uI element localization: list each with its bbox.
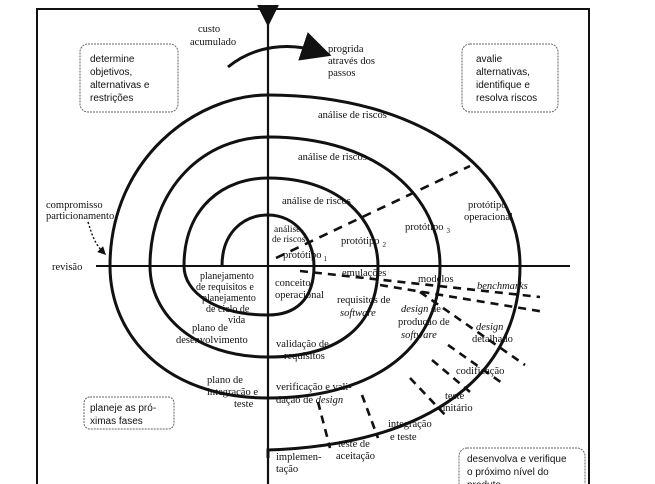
label-benchmarks: benchmarks	[477, 281, 528, 292]
label-implementation: implemen- tação	[276, 452, 324, 475]
dashed-dividers	[299, 269, 546, 449]
dash-prototype-boundary	[275, 164, 471, 260]
quadrant-bottom-left: planeje as pró- ximas fases	[90, 403, 159, 427]
label-requirements-validation: validação de requisitos	[276, 339, 331, 362]
box-bottom-right	[458, 447, 586, 484]
label-detailed-design: design detalhado	[472, 322, 513, 345]
label-concept: conceito operacional	[275, 278, 324, 301]
label-review: revisão	[52, 262, 82, 273]
risk-analysis-inner: análise de riscos	[272, 225, 306, 245]
label-integration-test: integração e teste	[388, 419, 434, 443]
quadrant-top-left: determine objetivos, alternativas e rest…	[90, 54, 152, 104]
commitment-arrow	[87, 221, 106, 255]
box-bottom-left	[83, 396, 175, 430]
label-requirements-plan: planejamento de requisitos e planejament…	[196, 271, 258, 326]
label-development-plan: plano de desenvolvimento	[176, 323, 248, 346]
risk-analysis-3: análise de riscos	[298, 152, 367, 163]
label-progress: progrida através dos passos	[328, 44, 378, 79]
label-software-design: design de produção de software	[398, 304, 452, 341]
risk-analysis-2: análise de riscos	[282, 196, 351, 207]
progress-arrow	[227, 32, 332, 69]
quadrant-bottom-right: desenvolva e verifique o próximo nível d…	[467, 454, 569, 484]
label-cumulative-cost: custo acumulado	[190, 24, 236, 48]
label-acceptance-test: teste de aceitação	[336, 439, 375, 462]
label-verification: verificação e vali- dação de design	[276, 382, 354, 406]
operational-prototype: protótipo operacional	[464, 200, 513, 223]
label-commitment: compromisso particionamento	[46, 200, 114, 222]
label-integration-plan: plano de integração e teste	[207, 375, 261, 410]
box-top-right	[461, 43, 559, 113]
quadrant-top-right: avalie alternativas, identifique e resol…	[476, 54, 537, 104]
label-coding: codificação	[456, 366, 504, 377]
box-top-left	[79, 43, 179, 113]
label-unit-test: teste unitário	[440, 391, 473, 414]
label-models: modelos	[418, 274, 454, 285]
spiral-curve	[108, 93, 522, 458]
label-software-requirements: requisitos de software	[337, 295, 393, 319]
risk-analysis-outer: análise de riscos	[318, 110, 387, 121]
diagram-frame	[36, 8, 590, 484]
label-emulations: emulações	[342, 268, 386, 279]
